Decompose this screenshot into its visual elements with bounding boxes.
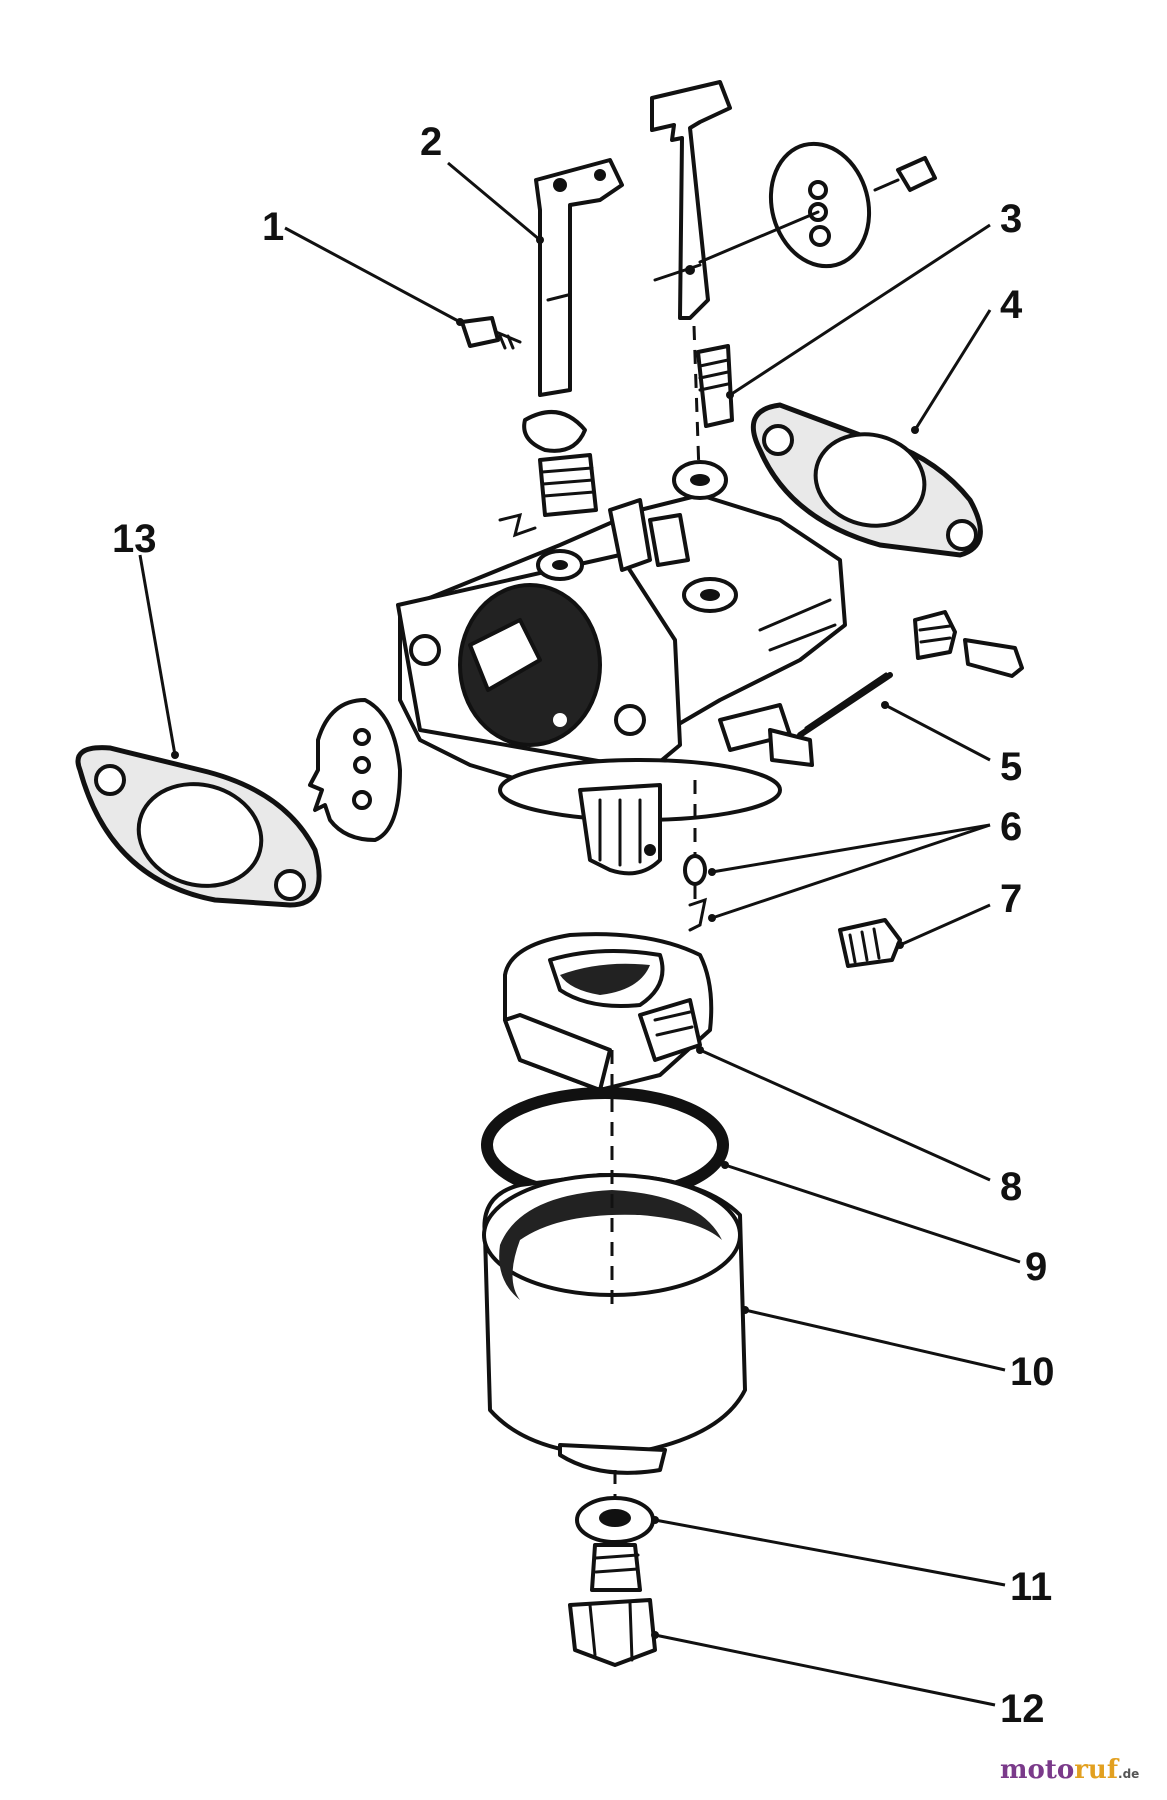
flange-gasket-part bbox=[75, 745, 322, 908]
callout-10: 10 bbox=[1010, 1350, 1055, 1394]
watermark-part1: moto bbox=[1000, 1755, 1074, 1785]
leader-5 bbox=[884, 703, 991, 762]
callout-1: 1 bbox=[262, 205, 284, 249]
leader-13 bbox=[138, 554, 177, 756]
leader-4 bbox=[913, 309, 992, 431]
throttle-spring-part bbox=[498, 410, 598, 538]
throttle-plate-part bbox=[308, 698, 402, 842]
bowl-nut-part bbox=[568, 1543, 657, 1667]
bowl-drain-screw-part bbox=[838, 918, 902, 968]
callout-8: 8 bbox=[1000, 1165, 1022, 1209]
choke-plate-part bbox=[698, 141, 872, 269]
float-part bbox=[503, 932, 714, 1092]
throttle-shaft-part bbox=[534, 158, 624, 397]
leader-12 bbox=[654, 1633, 996, 1707]
callout-11: 11 bbox=[1010, 1565, 1052, 1609]
callout-3: 3 bbox=[1000, 197, 1022, 241]
watermark-suffix: .de bbox=[1118, 1767, 1139, 1781]
callout-5: 5 bbox=[1000, 745, 1022, 789]
mixture-screw-part bbox=[913, 610, 1024, 678]
leader-9 bbox=[724, 1163, 1021, 1264]
needle-clip-part bbox=[683, 780, 707, 932]
leader-1 bbox=[284, 226, 461, 324]
callout-13: 13 bbox=[112, 517, 157, 561]
callout-labels: 1 2 3 4 5 6 7 8 9 10 11 12 13 bbox=[112, 120, 1055, 1731]
intake-gasket-part bbox=[750, 402, 983, 558]
leader-lines bbox=[138, 161, 1021, 1707]
throttle-screw-part bbox=[460, 316, 522, 350]
watermark-part2: ruf bbox=[1074, 1755, 1120, 1785]
choke-plate-screw-part bbox=[873, 156, 937, 192]
callout-7: 7 bbox=[1000, 877, 1022, 921]
leader-8 bbox=[699, 1048, 991, 1182]
float-bowl-part bbox=[482, 1050, 747, 1475]
callout-12: 12 bbox=[1000, 1687, 1045, 1731]
callout-6: 6 bbox=[1000, 805, 1022, 849]
callout-2: 2 bbox=[420, 120, 442, 164]
leader-3 bbox=[729, 223, 991, 397]
carburetor-body-part bbox=[396, 460, 847, 876]
float-pin-part bbox=[797, 672, 893, 738]
leader-6b bbox=[711, 823, 991, 920]
svg-text:motoruf.de: motoruf.de bbox=[1000, 1755, 1139, 1785]
leader-10 bbox=[744, 1308, 1006, 1372]
leader-11 bbox=[654, 1518, 1006, 1587]
leader-7 bbox=[899, 903, 991, 947]
leader-2 bbox=[447, 161, 541, 242]
motoruf-watermark: motoruf.de bbox=[1000, 1755, 1139, 1785]
choke-shaft-part bbox=[650, 80, 732, 320]
leader-6a bbox=[711, 823, 991, 874]
drain-washer-part bbox=[575, 1470, 655, 1544]
callout-9: 9 bbox=[1025, 1245, 1047, 1289]
callout-4: 4 bbox=[1000, 283, 1023, 327]
